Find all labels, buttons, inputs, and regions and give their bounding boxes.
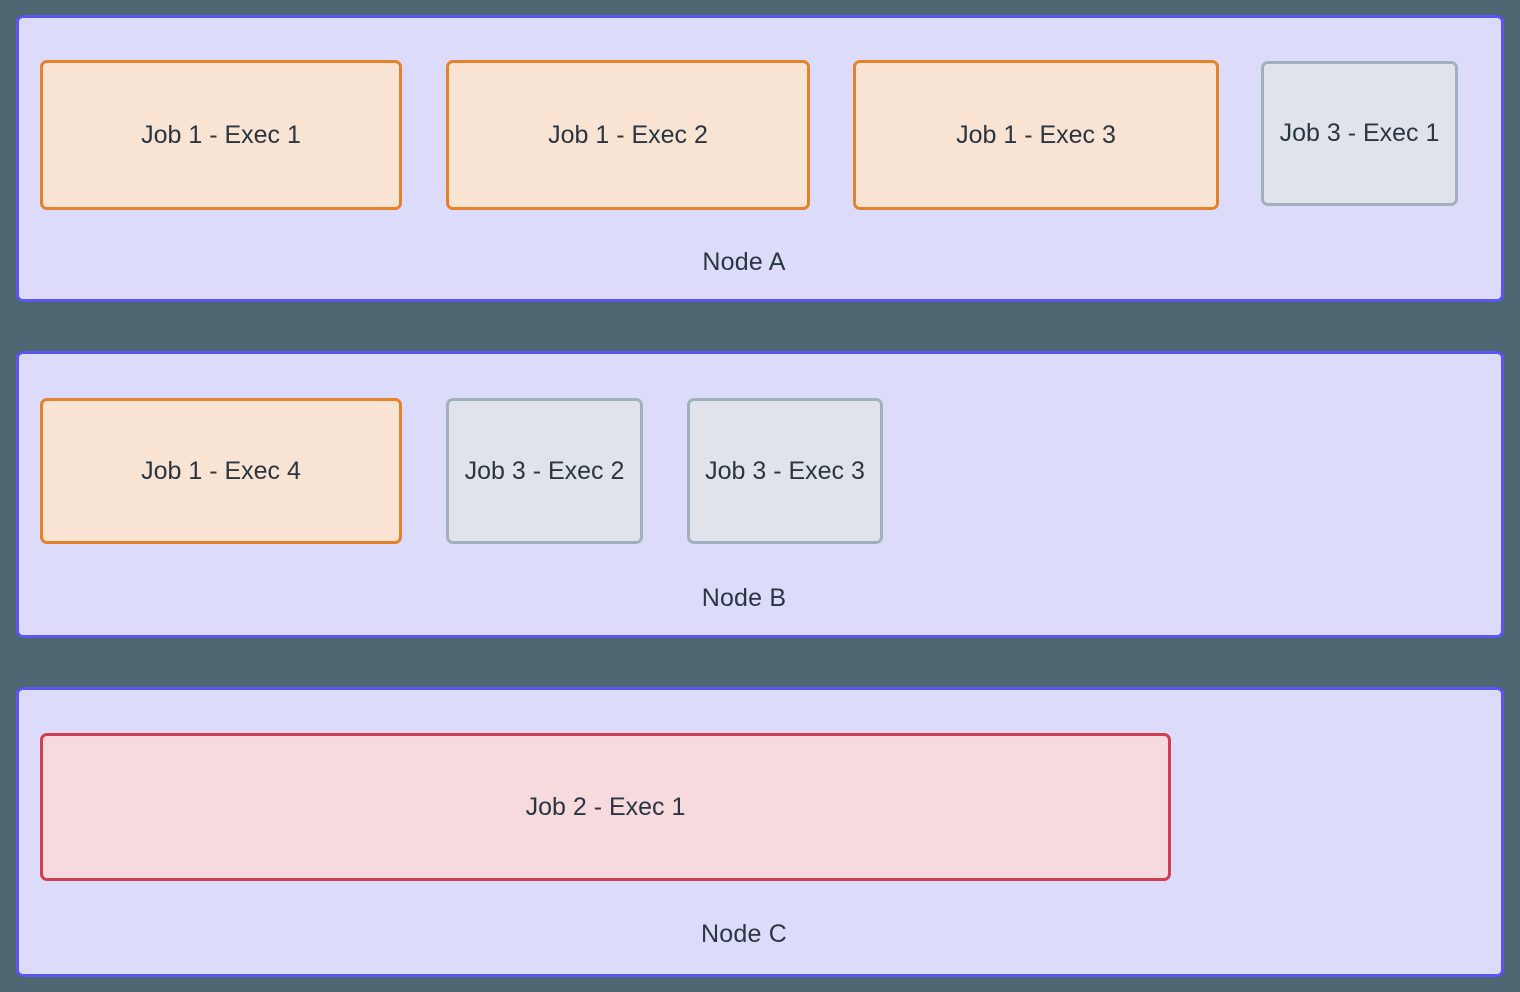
- executor-box-job1-exec3[interactable]: Job 1 - Exec 3: [853, 60, 1219, 210]
- executor-box-job1-exec1[interactable]: Job 1 - Exec 1: [40, 60, 402, 210]
- node-label-b: Node B: [701, 584, 787, 612]
- node-label-c: Node C: [701, 920, 787, 948]
- executor-box-job1-exec4[interactable]: Job 1 - Exec 4: [40, 398, 402, 544]
- executor-box-job3-exec3[interactable]: Job 3 - Exec 3: [687, 398, 883, 544]
- node-label-a: Node A: [702, 248, 786, 276]
- executor-box-job2-exec1[interactable]: Job 2 - Exec 1: [40, 733, 1171, 881]
- executor-box-job1-exec2[interactable]: Job 1 - Exec 2: [446, 60, 810, 210]
- executor-box-job3-exec2[interactable]: Job 3 - Exec 2: [446, 398, 643, 544]
- executor-box-job3-exec1[interactable]: Job 3 - Exec 1: [1261, 61, 1458, 206]
